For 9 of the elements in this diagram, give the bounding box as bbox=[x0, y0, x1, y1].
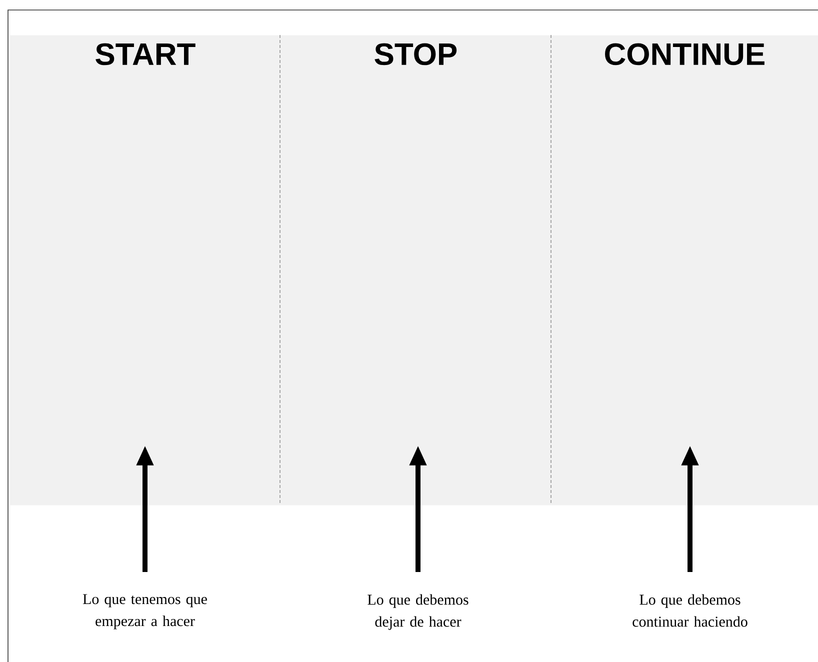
caption: Lo que debemos dejar de hacer bbox=[368, 594, 468, 630]
column-panel: STOP bbox=[280, 35, 552, 506]
node-label: START bbox=[96, 43, 196, 66]
node-label: STOP bbox=[374, 43, 457, 66]
node-label: CONTINUE bbox=[605, 43, 764, 66]
column-panel: START bbox=[10, 35, 280, 506]
column-panel: CONTINUE bbox=[551, 35, 818, 506]
caption: Lo que debemos continuar haciendo bbox=[632, 594, 748, 627]
caption: Lo que tenemos que empezar a hacer bbox=[82, 594, 207, 630]
